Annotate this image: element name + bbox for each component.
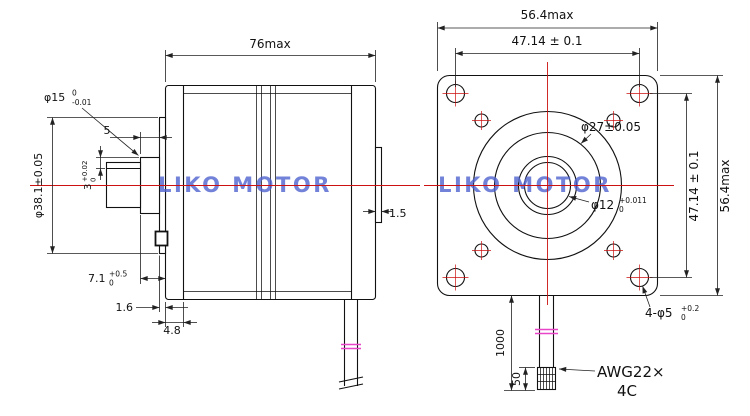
section-break-lines: [256, 85, 276, 300]
dim-boss-height: 1.6: [116, 301, 134, 314]
dim-mount-holes: 4-φ5: [645, 306, 673, 320]
rear-boss: [374, 146, 383, 224]
dim-hub-length: 5: [104, 124, 111, 137]
cable-spec-label-line2: 4C: [617, 382, 637, 400]
terminal-block: [154, 230, 169, 247]
cable-markers: [341, 328, 558, 350]
side-view: [105, 84, 383, 390]
dim-mount-holes-upper-tol: +0.2: [681, 304, 699, 313]
dim-pilot-circle: φ27±0.05: [581, 120, 641, 134]
side-cable: [338, 299, 364, 390]
dim-flange-thickness: 4.8: [163, 324, 181, 337]
dim-shaft-circle: φ12: [591, 198, 614, 212]
centerlines: [30, 62, 674, 305]
dim-shaft-dia-lower-tol: -0.01: [72, 98, 92, 107]
cable-spec-label-line1: AWG22×: [597, 363, 665, 381]
dim-shaft-dia-upper-tol: 0: [72, 89, 77, 98]
dim-shaft-step-upper-tol: +0.5: [109, 270, 127, 279]
dim-hole-pitch-vertical: 47.14 ± 0.1: [687, 150, 701, 221]
dim-body-length: 76max: [249, 37, 290, 51]
dim-flat-lower-tol: 0: [90, 178, 98, 182]
dim-pilot-dia: φ38.1±0.05: [32, 153, 45, 218]
dim-shaft-circle-upper-tol: +0.011: [619, 196, 647, 205]
dim-hole-pitch-horizontal: 47.14 ± 0.1: [511, 34, 582, 48]
side-view-dimensions: 76max φ15 0 -0.01 5 3 +0.02 0 φ38.1±0.05: [32, 37, 407, 337]
watermark-text-right: LIKO MOTOR: [438, 173, 612, 197]
front-view-dimensions: 56.4max 47.14 ± 0.1 56.4max 47.14 ± 0.1 …: [437, 8, 732, 400]
watermark-layer: LIKO MOTOR LIKO MOTOR: [158, 173, 612, 197]
dim-shaft-circle-lower-tol: 0: [619, 205, 624, 214]
dim-shaft-step-lower-tol: 0: [109, 279, 114, 288]
dim-mount-holes-lower-tol: 0: [681, 313, 686, 322]
dim-face-width: 56.4max: [521, 8, 574, 22]
dim-braid-length: 50: [510, 372, 523, 386]
dim-face-height: 56.4max: [718, 160, 732, 213]
dim-cable-length: 1000: [494, 329, 507, 357]
watermark-text-left: LIKO MOTOR: [158, 173, 332, 197]
dim-shaft-step: 7.1: [88, 272, 106, 285]
dim-flat-upper-tol: +0.02: [81, 161, 89, 182]
shaft: [105, 161, 142, 209]
front-cable: [536, 295, 557, 391]
dim-shaft-dia: φ15: [44, 91, 65, 104]
dim-flat: 3: [83, 184, 94, 190]
dim-rear-boss: 1.5: [389, 207, 407, 220]
